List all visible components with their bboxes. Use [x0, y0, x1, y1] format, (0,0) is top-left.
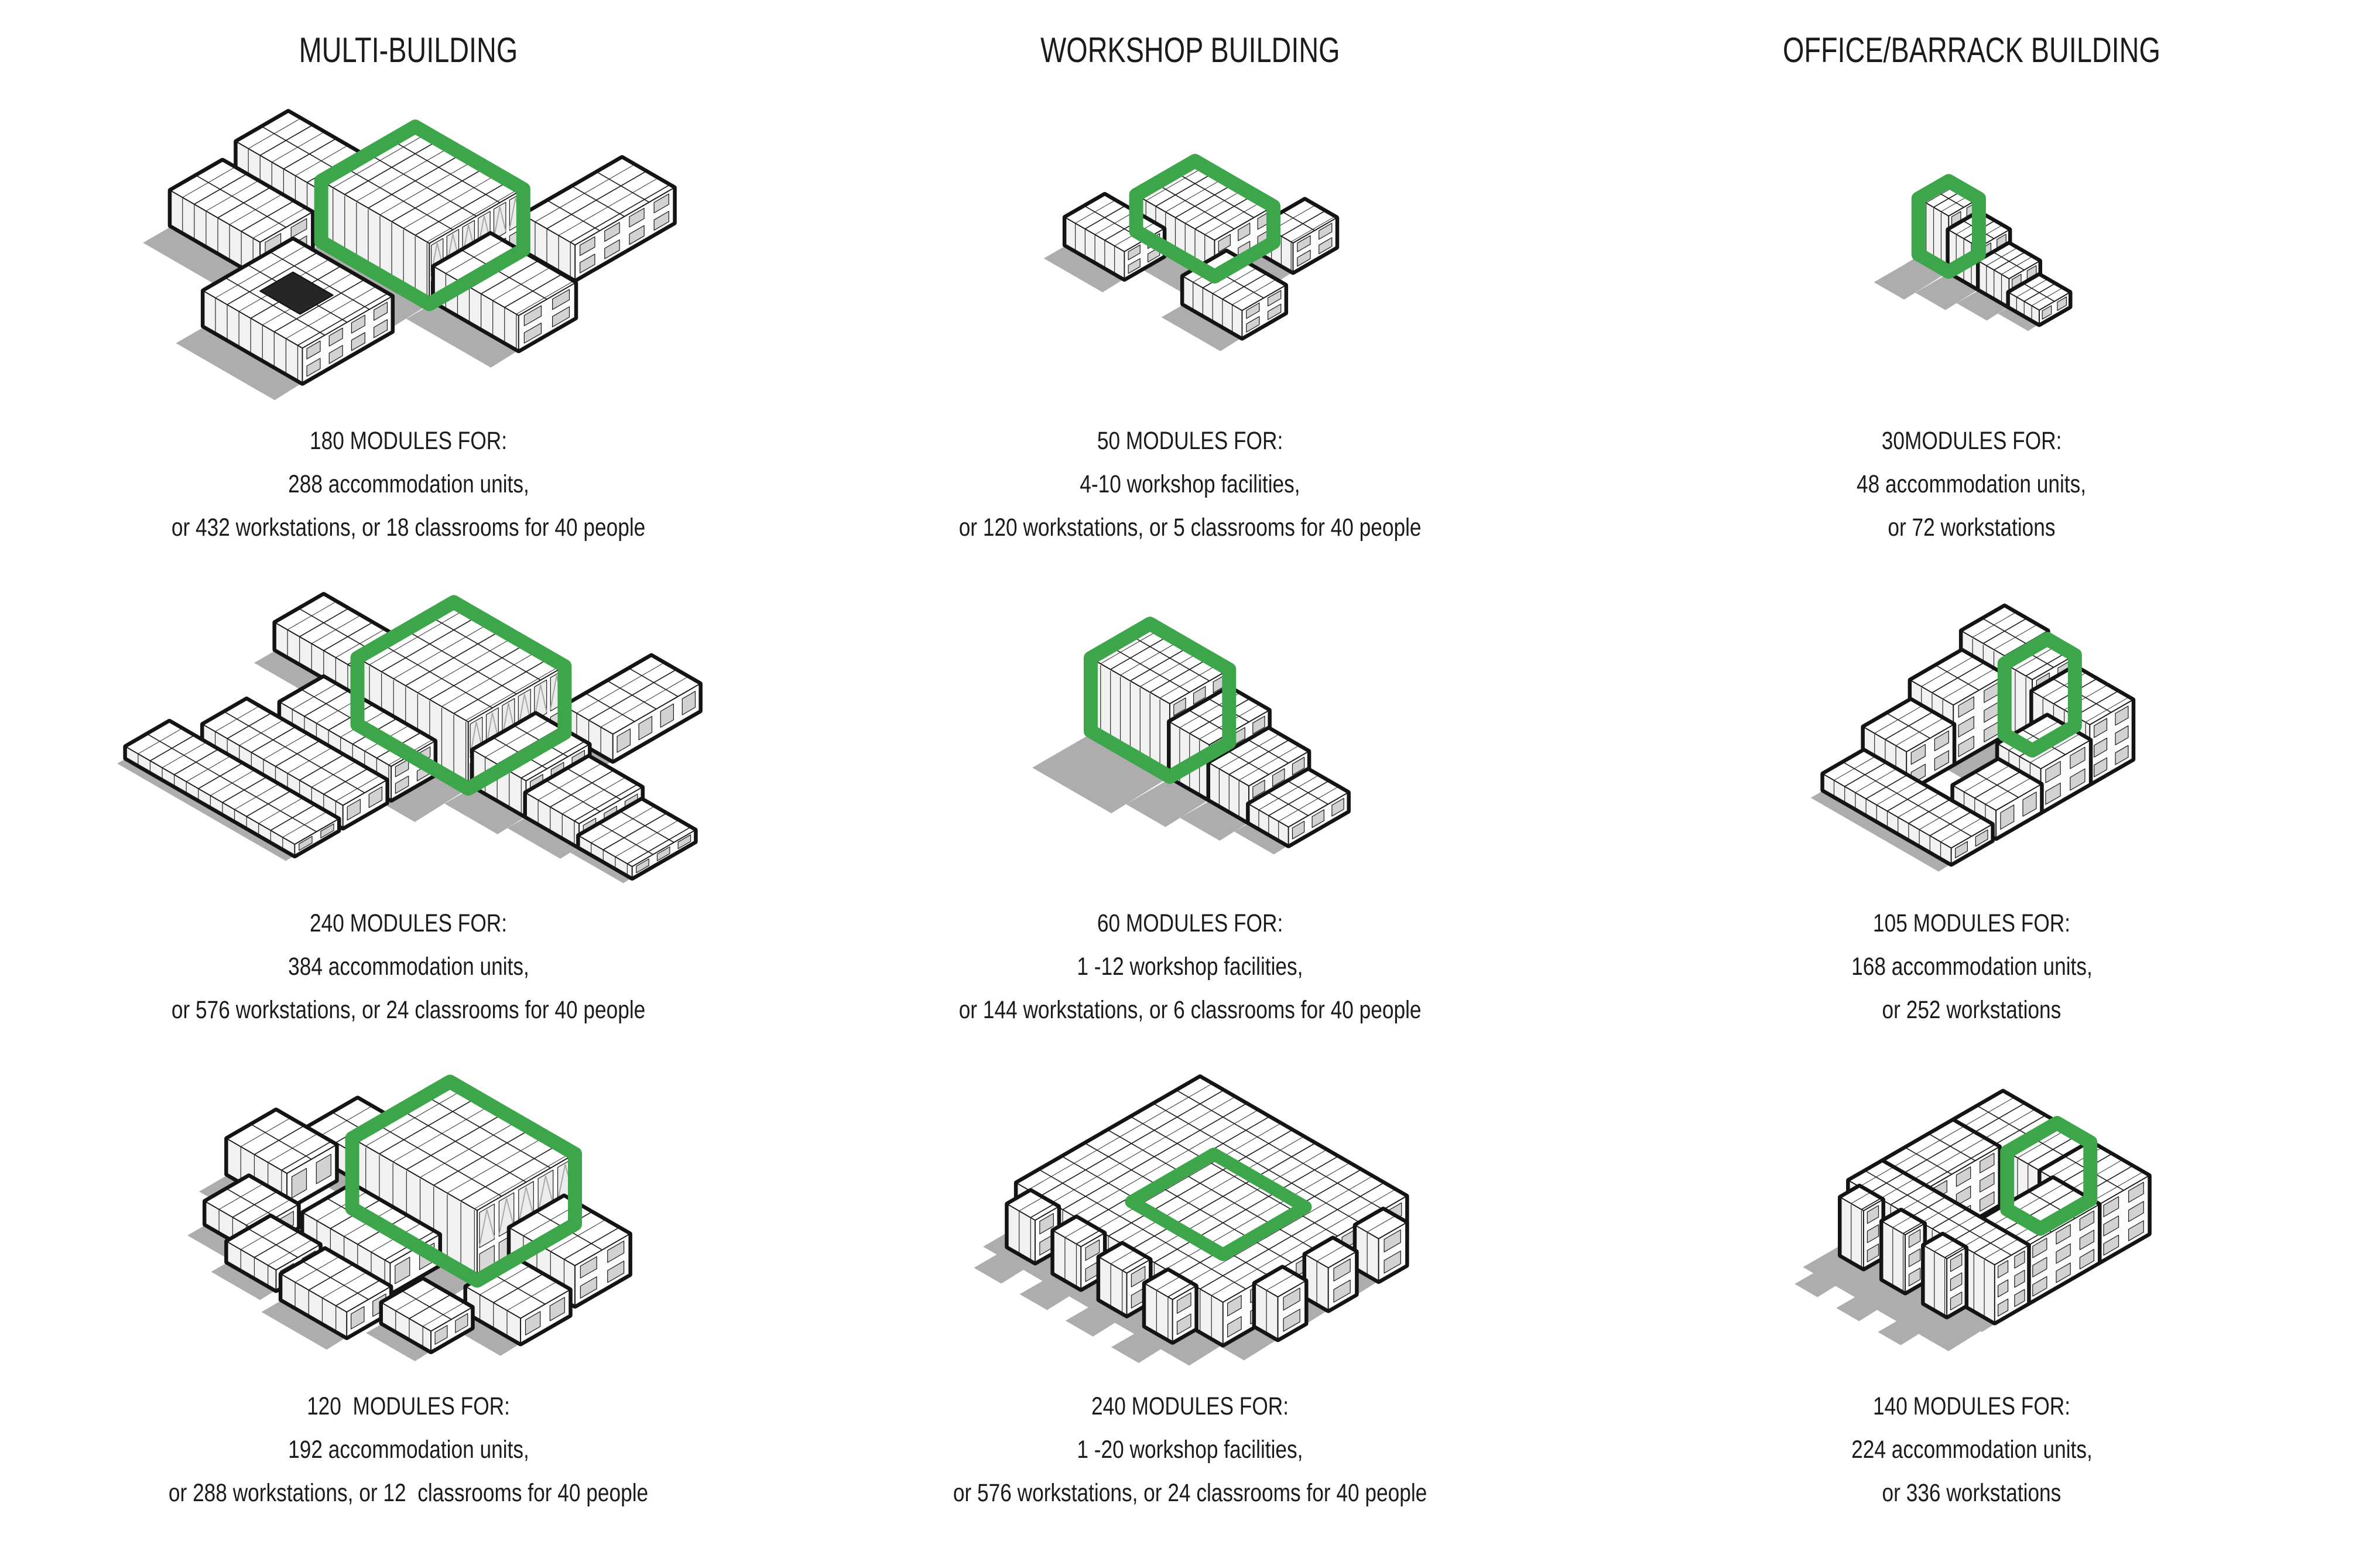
caption-line3: or 144 workstations, or 6 classrooms for…: [958, 996, 1422, 1025]
column-header-multi-building: MULTI-BUILDING: [18, 6, 799, 94]
figure-workshop-building-60-modules: [1032, 577, 1581, 854]
column-header-workshop-building: WORKSHOP BUILDING: [799, 6, 1581, 94]
caption-modules: 140 MODULES FOR:: [1872, 1392, 2071, 1420]
figure-office-barrack-140-modules: [1795, 1059, 2362, 1352]
figure-wrap: [1581, 94, 2362, 419]
figure-multi-building-240-modules: [117, 577, 799, 883]
figure-multi-building-120-modules: [187, 1059, 799, 1362]
column-title: WORKSHOP BUILDING: [1040, 30, 1340, 70]
figure-wrap: [799, 577, 1581, 902]
figure-wrap: [1581, 577, 2362, 902]
cell-office-barrack-140: 140 MODULES FOR: 224 accommodation units…: [1581, 1059, 2362, 1542]
column-header-office-barrack-building: OFFICE/BARRACK BUILDING: [1581, 6, 2362, 94]
caption-line2: 1 -20 workshop facilities,: [1077, 1436, 1303, 1464]
caption-line2: 168 accommodation units,: [1851, 953, 2093, 981]
figure-wrap: [18, 577, 799, 902]
figure-wrap: [799, 94, 1581, 419]
caption-line2: 224 accommodation units,: [1851, 1436, 2093, 1464]
caption-line2: 4-10 workshop facilities,: [1080, 470, 1300, 498]
caption-line2: 288 accommodation units,: [287, 470, 529, 498]
caption: 105 MODULES FOR: 168 accommodation units…: [1581, 901, 2362, 1059]
column-title: MULTI-BUILDING: [299, 30, 518, 70]
caption-line2: 1 -12 workshop facilities,: [1077, 953, 1303, 981]
caption-modules: 60 MODULES FOR:: [1097, 909, 1283, 938]
caption-line3: or 72 workstations: [1888, 513, 2056, 542]
caption: 140 MODULES FOR: 224 accommodation units…: [1581, 1384, 2362, 1542]
caption-line2: 192 accommodation units,: [287, 1436, 529, 1464]
caption-modules: 50 MODULES FOR:: [1097, 426, 1283, 455]
caption: 60 MODULES FOR: 1 -12 workshop facilitie…: [799, 901, 1581, 1059]
figure-workshop-building-240-modules: [974, 1059, 1581, 1366]
cell-multi-building-120: 120 MODULES FOR: 192 accommodation units…: [18, 1059, 799, 1542]
cell-office-barrack-105: 105 MODULES FOR: 168 accommodation units…: [1581, 577, 2362, 1060]
cell-multi-building-240: 240 MODULES FOR: 384 accommodation units…: [18, 577, 799, 1060]
caption-line3: or 576 workstations, or 24 classrooms fo…: [953, 1479, 1427, 1507]
caption: 120 MODULES FOR: 192 accommodation units…: [18, 1384, 799, 1542]
cell-multi-building-180: 180 MODULES FOR: 288 accommodation units…: [18, 94, 799, 577]
caption: 50 MODULES FOR: 4-10 workshop facilities…: [799, 419, 1581, 577]
caption-line3: or 120 workstations, or 5 classrooms for…: [958, 513, 1422, 542]
cell-workshop-building-60: 60 MODULES FOR: 1 -12 workshop facilitie…: [799, 577, 1581, 1060]
figure-wrap: [799, 1059, 1581, 1384]
caption-modules: 240 MODULES FOR:: [1091, 1392, 1289, 1420]
caption-modules: 180 MODULES FOR:: [309, 426, 508, 455]
caption-modules: 120 MODULES FOR:: [307, 1392, 510, 1420]
caption-modules: 240 MODULES FOR:: [309, 909, 508, 938]
figure-workshop-building-50-modules: [1043, 94, 1581, 351]
caption-line3: or 576 workstations, or 24 classrooms fo…: [171, 996, 646, 1025]
caption-line3: or 432 workstations, or 18 classrooms fo…: [171, 513, 646, 542]
caption-line2: 48 accommodation units,: [1857, 470, 2087, 498]
cell-office-barrack-30: 30MODULES FOR: 48 accommodation units, o…: [1581, 94, 2362, 577]
caption: 240 MODULES FOR: 384 accommodation units…: [18, 901, 799, 1059]
caption-line3: or 252 workstations: [1882, 996, 2061, 1025]
figure-office-barrack-30-modules: [1874, 94, 2362, 331]
caption-line3: or 336 workstations: [1882, 1479, 2061, 1507]
figure-office-barrack-105-modules: [1810, 577, 2362, 872]
caption: 180 MODULES FOR: 288 accommodation units…: [18, 419, 799, 577]
cell-workshop-building-50: 50 MODULES FOR: 4-10 workshop facilities…: [799, 94, 1581, 577]
caption-modules: 30MODULES FOR:: [1881, 426, 2062, 455]
figure-multi-building-180-modules: [143, 94, 799, 400]
caption-modules: 105 MODULES FOR:: [1872, 909, 2071, 938]
caption: 240 MODULES FOR: 1 -20 workshop faciliti…: [799, 1384, 1581, 1542]
figure-wrap: [1581, 1059, 2362, 1384]
figure-wrap: [18, 94, 799, 419]
caption-line3: or 288 workstations, or 12 classrooms fo…: [168, 1479, 649, 1507]
caption: 30MODULES FOR: 48 accommodation units, o…: [1581, 419, 2362, 577]
figure-wrap: [18, 1059, 799, 1384]
column-title: OFFICE/BARRACK BUILDING: [1783, 30, 2160, 70]
caption-line2: 384 accommodation units,: [287, 953, 529, 981]
cell-workshop-building-240: 240 MODULES FOR: 1 -20 workshop faciliti…: [799, 1059, 1581, 1542]
